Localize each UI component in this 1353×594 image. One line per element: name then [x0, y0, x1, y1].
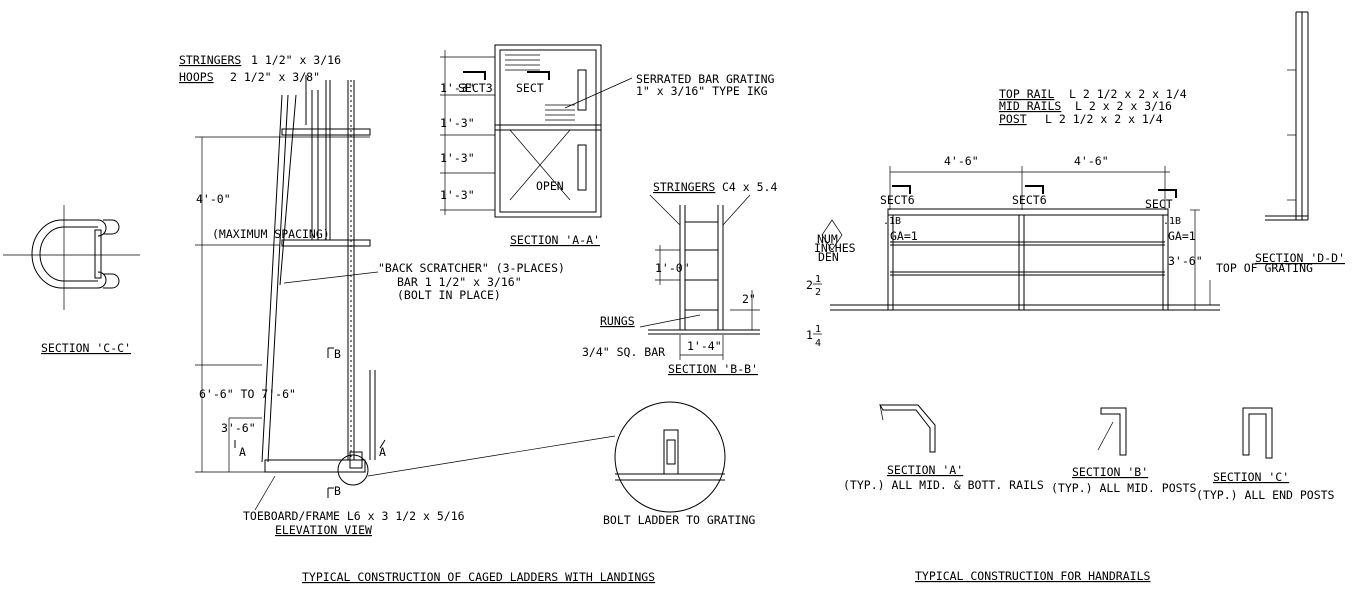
dim-1-1-4-num: 1: [815, 324, 821, 335]
serrated-grating-label: SERRATED BAR GRATING: [636, 72, 775, 86]
section-a-note: (TYP.) ALL MID. & BOTT. RAILS: [843, 478, 1044, 492]
top-rail-label: TOP RAIL: [999, 87, 1054, 101]
dim-1-3-b: 1'-3": [440, 116, 475, 130]
mid-rails-label: MID RAILS: [999, 99, 1061, 113]
dim-3-6: 3'-6": [221, 421, 256, 435]
bolt-ladder-label: BOLT LADDER TO GRATING: [603, 513, 755, 527]
dim-1-1-4-whole: 1: [806, 328, 813, 342]
max-spacing-label: (MAXIMUM SPACING): [212, 227, 330, 241]
bolt-detail: [615, 429, 725, 481]
dim-1-3-a: 1'-3": [440, 81, 475, 95]
caged-ladders-title: TYPICAL CONSTRUCTION OF CAGED LADDERS WI…: [302, 570, 655, 584]
sect-marker-right: SECT: [1145, 197, 1173, 211]
dim-1-3-d: 1'-3": [440, 188, 475, 202]
rungs-bar-spec: 3/4" SQ. BAR: [582, 345, 665, 359]
dim-1-4: 1'-4": [687, 339, 722, 353]
dim-2-1-2-den: 2: [815, 287, 821, 298]
toeboard-label: TOEBOARD/FRAME L6 x 3 1/2 x 5/16: [243, 509, 465, 523]
stringers-label: STRINGERS: [179, 53, 241, 67]
post-label: POST: [999, 112, 1027, 126]
ga-label-right: GA=1: [1168, 229, 1196, 243]
back-scratcher-bar: BAR 1 1/2" x 3/16": [397, 275, 522, 289]
elevation-view-title: ELEVATION VIEW: [275, 523, 372, 537]
cut-marker-a-left: A: [239, 445, 246, 459]
ladder-elevation: [195, 75, 386, 498]
back-scratcher-bolt: (BOLT IN PLACE): [397, 288, 501, 302]
post-spec: L 2 1/2 x 2 x 1/4: [1045, 112, 1163, 126]
section-c-profile: [1242, 407, 1273, 459]
section-b-note: (TYP.) ALL MID. POSTS: [1051, 481, 1196, 495]
section-aa-plan: [440, 44, 633, 218]
inches-label: INCHES: [814, 241, 856, 255]
back-scratcher-label: "BACK SCRATCHER" (3-PLACES): [378, 261, 565, 275]
section-bb-detail: [639, 194, 760, 360]
dim-2: 2": [742, 292, 756, 306]
bolt-detail-circle: [614, 401, 726, 513]
section-cc-detail: [3, 205, 140, 310]
section-aa-title: SECTION 'A-A': [510, 233, 600, 247]
mid-rails-spec: L 2 x 2 x 3/16: [1075, 99, 1172, 113]
cut-marker-b-bottom: B: [334, 484, 341, 498]
cut-marker-a-right: A: [379, 445, 386, 459]
bb-stringers-spec: C4 x 5.4: [722, 180, 777, 194]
section-bb-title: SECTION 'B-B': [668, 362, 758, 376]
section-a-title: SECTION 'A': [887, 463, 963, 477]
bb-stringers-label: STRINGERS: [653, 180, 715, 194]
handrail-elevation: [821, 166, 1220, 311]
den-label: DEN: [818, 250, 839, 264]
top-rail-spec: L 2 1/2 x 2 x 1/4: [1069, 87, 1187, 101]
dim-4-6-left: 4'-6": [944, 154, 979, 168]
sect-marker: SECT: [516, 81, 544, 95]
section-b-title: SECTION 'B': [1072, 465, 1148, 479]
sect6-marker-left: SECT6: [880, 193, 915, 207]
sect3-marker: SECT3: [458, 81, 493, 95]
section-c-note: (TYP.) ALL END POSTS: [1196, 488, 1335, 502]
stringers-spec: 1 1/2" x 3/16: [251, 53, 341, 67]
dim-4-0: 4'-0": [196, 192, 231, 206]
section-a-profile: [879, 404, 936, 453]
marker-1b-left: .1B: [883, 216, 901, 227]
section-dd-title: SECTION 'D-D': [1255, 251, 1345, 265]
dim-1-0: 1'-0": [655, 261, 690, 275]
handrails-title: TYPICAL CONSTRUCTION FOR HANDRAILS: [915, 569, 1150, 583]
section-cc-title: SECTION 'C-C': [41, 341, 131, 355]
dim-2-1-2-whole: 2: [806, 278, 813, 292]
section-dd-detail: [1265, 11, 1309, 221]
detail-callout-circle: [337, 454, 369, 486]
ga-label-left: GA=1: [890, 229, 918, 243]
section-b-profile: [1097, 407, 1127, 456]
dim-1-1-4-den: 4: [815, 338, 821, 349]
hoops-spec: 2 1/2" x 3/8": [230, 70, 320, 84]
dim-1-3-c: 1'-3": [440, 151, 475, 165]
serrated-grating-spec: 1" x 3/16" TYPE IKG: [636, 84, 768, 98]
rungs-label: RUNGS: [600, 314, 635, 328]
marker-1b-right: .1B: [1163, 216, 1181, 227]
open-label: OPEN: [536, 179, 564, 193]
dim-2-1-2-num: 1: [815, 274, 821, 285]
dim-6-6-to-7-6: 6'-6" TO 7'-6": [199, 387, 296, 401]
sect6-marker-mid: SECT6: [1012, 193, 1047, 207]
dim-4-6-right: 4'-6": [1074, 154, 1109, 168]
num-label: NUM: [817, 232, 838, 246]
section-c-title: SECTION 'C': [1213, 470, 1289, 484]
top-of-grating-label: TOP OF GRATING: [1216, 261, 1313, 275]
dim-3-6-handrail: 3'-6": [1168, 254, 1203, 268]
hoops-label: HOOPS: [179, 70, 214, 84]
cut-marker-b-top: B: [334, 347, 341, 361]
